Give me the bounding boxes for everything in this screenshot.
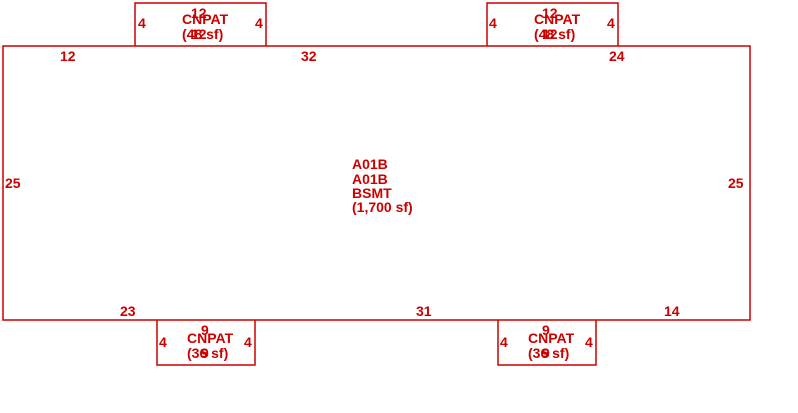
porch-top-left-area: (48 sf) xyxy=(182,26,223,42)
main-area-outline xyxy=(2,45,751,321)
porch-top-right-dim-left: 4 xyxy=(489,15,497,31)
dim-left: 25 xyxy=(5,175,21,191)
dim-right: 25 xyxy=(728,175,744,191)
main-area-label-3: BSMT xyxy=(352,185,392,201)
porch-bottom-right-name: CNPAT xyxy=(528,330,575,346)
porch-bottom-left: 9 CNPAT (36 sf) 9 4 4 xyxy=(156,320,256,366)
dim-bottom-mid: 31 xyxy=(416,303,432,319)
porch-bottom-left-dim-right: 4 xyxy=(244,334,252,350)
main-area-label-2: A01B xyxy=(352,171,388,187)
porch-bottom-left-dim-bottom: 9 xyxy=(201,345,209,361)
porch-top-left: 12 CNPAT (48 sf) 12 4 4 xyxy=(134,2,267,46)
dim-top-mid: 32 xyxy=(301,48,317,64)
porch-bottom-left-outline xyxy=(156,320,256,366)
porch-top-left-outline xyxy=(134,2,267,46)
porch-bottom-right-dim-right: 4 xyxy=(585,334,593,350)
porch-top-right-outline xyxy=(486,2,619,46)
porch-bottom-right-dim-bottom: 9 xyxy=(542,345,550,361)
porch-top-left-dim-right: 4 xyxy=(255,15,263,31)
porch-bottom-right: 9 CNPAT (36 sf) 9 4 4 xyxy=(497,320,597,366)
main-area: A01B A01B BSMT (1,700 sf) 12 32 24 25 25… xyxy=(2,45,751,321)
main-area-area: (1,700 sf) xyxy=(352,199,413,215)
porch-bottom-left-dim-left: 4 xyxy=(159,334,167,350)
porch-bottom-right-area: (36 sf) xyxy=(528,345,569,361)
porch-bottom-left-dim-top: 9 xyxy=(201,322,209,338)
porch-bottom-left-name: CNPAT xyxy=(187,330,234,346)
main-area-label-1: A01B xyxy=(352,156,388,172)
porch-top-right: 12 CNPAT (48 sf) 12 4 4 xyxy=(486,2,619,46)
porch-bottom-right-outline xyxy=(497,320,597,366)
dim-bottom-left: 23 xyxy=(120,303,136,319)
dim-bottom-right: 14 xyxy=(664,303,680,319)
porch-top-left-dim-top: 12 xyxy=(191,5,207,21)
dim-top-right: 24 xyxy=(609,48,625,64)
porch-bottom-right-dim-left: 4 xyxy=(500,334,508,350)
porch-top-right-dim-bottom: 12 xyxy=(542,26,558,42)
dim-top-left: 12 xyxy=(60,48,76,64)
porch-top-right-name: CNPAT xyxy=(534,11,581,27)
porch-top-right-dim-top: 12 xyxy=(542,5,558,21)
porch-top-left-name: CNPAT xyxy=(182,11,229,27)
porch-top-right-area: (48 sf) xyxy=(534,26,575,42)
porch-top-right-dim-right: 4 xyxy=(607,15,615,31)
porch-top-left-dim-left: 4 xyxy=(138,15,146,31)
porch-bottom-left-area: (36 sf) xyxy=(187,345,228,361)
porch-bottom-right-dim-top: 9 xyxy=(542,322,550,338)
porch-top-left-dim-bottom: 12 xyxy=(191,26,207,42)
